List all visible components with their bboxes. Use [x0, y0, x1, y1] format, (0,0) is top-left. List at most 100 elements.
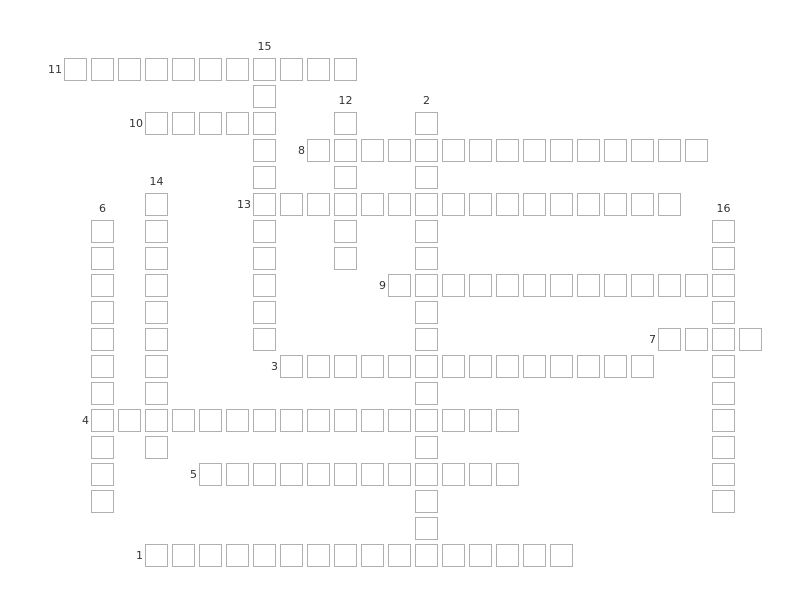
grid-cell[interactable]	[199, 463, 222, 486]
grid-cell[interactable]	[415, 436, 438, 459]
grid-cell[interactable]	[415, 409, 438, 432]
grid-cell[interactable]	[415, 274, 438, 297]
grid-cell[interactable]	[712, 301, 735, 324]
grid-cell[interactable]	[145, 436, 168, 459]
grid-cell[interactable]	[604, 274, 627, 297]
grid-cell[interactable]	[91, 220, 114, 243]
grid-cell[interactable]	[739, 328, 762, 351]
grid-cell[interactable]	[145, 274, 168, 297]
grid-cell[interactable]	[334, 220, 357, 243]
grid-cell[interactable]	[496, 463, 519, 486]
grid-cell[interactable]	[280, 193, 303, 216]
grid-cell[interactable]	[334, 139, 357, 162]
grid-cell[interactable]	[334, 166, 357, 189]
grid-cell[interactable]	[253, 85, 276, 108]
grid-cell[interactable]	[658, 328, 681, 351]
grid-cell[interactable]	[253, 166, 276, 189]
grid-cell[interactable]	[226, 409, 249, 432]
grid-cell[interactable]	[388, 139, 411, 162]
grid-cell[interactable]	[226, 463, 249, 486]
grid-cell[interactable]	[442, 193, 465, 216]
grid-cell[interactable]	[523, 274, 546, 297]
grid-cell[interactable]	[172, 112, 195, 135]
grid-cell[interactable]	[577, 139, 600, 162]
grid-cell[interactable]	[604, 139, 627, 162]
grid-cell[interactable]	[415, 328, 438, 351]
grid-cell[interactable]	[685, 139, 708, 162]
grid-cell[interactable]	[118, 409, 141, 432]
grid-cell[interactable]	[658, 139, 681, 162]
grid-cell[interactable]	[415, 355, 438, 378]
grid-cell[interactable]	[712, 490, 735, 513]
grid-cell[interactable]	[415, 220, 438, 243]
grid-cell[interactable]	[64, 58, 87, 81]
grid-cell[interactable]	[253, 409, 276, 432]
grid-cell[interactable]	[577, 274, 600, 297]
grid-cell[interactable]	[226, 544, 249, 567]
grid-cell[interactable]	[361, 139, 384, 162]
grid-cell[interactable]	[442, 274, 465, 297]
grid-cell[interactable]	[604, 193, 627, 216]
grid-cell[interactable]	[253, 112, 276, 135]
grid-cell[interactable]	[577, 355, 600, 378]
grid-cell[interactable]	[334, 409, 357, 432]
grid-cell[interactable]	[145, 58, 168, 81]
grid-cell[interactable]	[253, 544, 276, 567]
grid-cell[interactable]	[523, 193, 546, 216]
grid-cell[interactable]	[91, 463, 114, 486]
grid-cell[interactable]	[415, 247, 438, 270]
grid-cell[interactable]	[361, 193, 384, 216]
grid-cell[interactable]	[415, 544, 438, 567]
grid-cell[interactable]	[172, 58, 195, 81]
grid-cell[interactable]	[253, 328, 276, 351]
grid-cell[interactable]	[145, 544, 168, 567]
grid-cell[interactable]	[334, 193, 357, 216]
grid-cell[interactable]	[307, 463, 330, 486]
grid-cell[interactable]	[334, 58, 357, 81]
grid-cell[interactable]	[307, 544, 330, 567]
grid-cell[interactable]	[496, 274, 519, 297]
grid-cell[interactable]	[334, 247, 357, 270]
grid-cell[interactable]	[469, 409, 492, 432]
grid-cell[interactable]	[253, 274, 276, 297]
grid-cell[interactable]	[658, 193, 681, 216]
grid-cell[interactable]	[91, 436, 114, 459]
grid-cell[interactable]	[280, 544, 303, 567]
grid-cell[interactable]	[91, 382, 114, 405]
grid-cell[interactable]	[280, 463, 303, 486]
grid-cell[interactable]	[442, 544, 465, 567]
grid-cell[interactable]	[442, 355, 465, 378]
grid-cell[interactable]	[388, 355, 411, 378]
grid-cell[interactable]	[361, 409, 384, 432]
grid-cell[interactable]	[415, 463, 438, 486]
grid-cell[interactable]	[307, 409, 330, 432]
grid-cell[interactable]	[550, 139, 573, 162]
grid-cell[interactable]	[415, 517, 438, 540]
grid-cell[interactable]	[280, 409, 303, 432]
grid-cell[interactable]	[469, 139, 492, 162]
grid-cell[interactable]	[118, 58, 141, 81]
grid-cell[interactable]	[388, 409, 411, 432]
grid-cell[interactable]	[712, 436, 735, 459]
grid-cell[interactable]	[199, 409, 222, 432]
grid-cell[interactable]	[712, 409, 735, 432]
grid-cell[interactable]	[523, 355, 546, 378]
grid-cell[interactable]	[415, 139, 438, 162]
grid-cell[interactable]	[712, 274, 735, 297]
grid-cell[interactable]	[226, 58, 249, 81]
grid-cell[interactable]	[145, 247, 168, 270]
grid-cell[interactable]	[496, 139, 519, 162]
grid-cell[interactable]	[91, 274, 114, 297]
grid-cell[interactable]	[631, 274, 654, 297]
grid-cell[interactable]	[712, 382, 735, 405]
grid-cell[interactable]	[415, 382, 438, 405]
grid-cell[interactable]	[550, 544, 573, 567]
grid-cell[interactable]	[469, 274, 492, 297]
grid-cell[interactable]	[685, 274, 708, 297]
grid-cell[interactable]	[91, 328, 114, 351]
grid-cell[interactable]	[307, 139, 330, 162]
grid-cell[interactable]	[469, 463, 492, 486]
grid-cell[interactable]	[172, 544, 195, 567]
grid-cell[interactable]	[712, 220, 735, 243]
grid-cell[interactable]	[523, 139, 546, 162]
